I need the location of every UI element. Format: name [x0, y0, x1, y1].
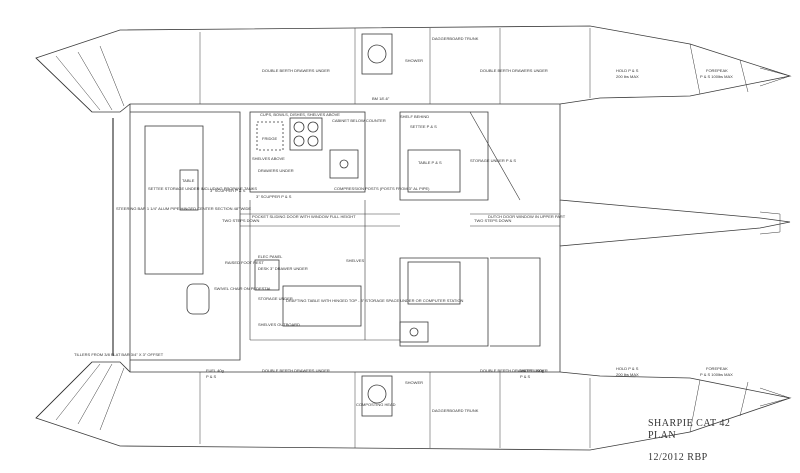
- fridge-box: [256, 121, 284, 151]
- label-shelves: SHELVES: [346, 258, 364, 263]
- label-forepeak-weight-lower: P & S 100lbs MAX: [700, 372, 733, 377]
- label-tillers: TILLERS FROM 3/8 FLAT BAR 3/4" X 3" OFFS…: [74, 352, 164, 357]
- label-hold-weight-lower: 200 lbs MAX: [616, 372, 639, 377]
- label-table: TABLE: [182, 178, 195, 183]
- label-scupper-left: 3" SCUPPER P & S: [210, 188, 246, 193]
- label-shelves-outboard: SHELVES OUTBOARD: [258, 322, 300, 327]
- sink-lower: [399, 321, 429, 343]
- label-settee-ps: SETTEE P & S: [410, 124, 437, 129]
- label-fuel: FUEL 40g: [206, 368, 224, 373]
- label-hold-weight-upper: 200 lbs MAX: [616, 74, 639, 79]
- label-settee-storage: SETTEE STORAGE UNDER INCLUDING PROPANE T…: [148, 186, 257, 191]
- cockpit-table: [179, 169, 199, 211]
- label-daggerboard-upper: DAGGERBOARD TRUNK: [432, 36, 479, 41]
- label-cups-bowls: CUPS, BOWLS, DISHES, SHELVES ABOVE: [260, 112, 340, 117]
- label-drafting-table: DRAFTING TABLE WITH HINGED TOP - 3" STOR…: [286, 298, 464, 303]
- label-hold-lower: HOLD P & S: [616, 366, 639, 371]
- label-water: WATER 100g: [520, 368, 544, 373]
- label-shower-upper: SHOWER: [405, 58, 423, 63]
- desk: [254, 259, 280, 291]
- label-double-berth-upper: DOUBLE BERTH DRAWERS UNDER: [262, 68, 330, 73]
- label-pocket-sliding-door: POCKET SLIDING DOOR WITH WINDOW FULL HEI…: [252, 214, 356, 219]
- label-scupper-right: 3" SCUPPER P & S: [256, 194, 292, 199]
- label-hold-upper: HOLD P & S: [616, 68, 639, 73]
- label-swivel-chair: SWIVEL CHAIR ON PEDESTAL: [214, 286, 272, 291]
- drawing-date-designer: 12/2012 RBP: [648, 452, 708, 463]
- label-steering-bar: STEERING BAR 1 1/4" ALUM PIPE HINGED CEN…: [116, 206, 251, 211]
- label-forepeak-lower: FOREPEAK: [706, 366, 728, 371]
- label-dutch-door: DUTCH DOOR WINDOW IN UPPER PART: [488, 214, 566, 219]
- label-fuel-ps: P & S: [206, 374, 216, 379]
- head-upper: [361, 33, 393, 75]
- starboard-hull-outline: [35, 361, 792, 451]
- label-shower-lower: SHOWER: [405, 380, 423, 385]
- label-table-ps: TABLE P & S: [418, 160, 442, 165]
- stove: [289, 117, 323, 151]
- drawing-subtitle: PLAN: [648, 430, 677, 441]
- label-compression-posts: COMPRESSION POSTS (POSTS FROM 3" AL PIPE…: [334, 186, 430, 191]
- saloon-table-upper: [407, 149, 461, 193]
- swivel-chair: [186, 283, 210, 315]
- label-forepeak-upper: FOREPEAK: [706, 68, 728, 73]
- saloon-table-lower: [407, 261, 461, 305]
- label-double-berth-lower-right: DOUBLE BERTH DRAWERS UNDER: [480, 368, 548, 373]
- settee-lower: [399, 257, 489, 347]
- settee-storage: [144, 125, 204, 275]
- label-water-ps: P & S: [520, 374, 530, 379]
- label-two-steps-right: TWO STEPS DOWN: [474, 218, 511, 223]
- label-raised-foot-rest: RAISED FOOT REST: [225, 260, 264, 265]
- head-lower: [361, 375, 393, 417]
- label-shelves-above: SHELVES ABOVE: [252, 156, 285, 161]
- settee-upper: [399, 111, 489, 201]
- galley-block: [249, 111, 366, 193]
- label-elec-panel: ELEC PANEL: [258, 254, 283, 259]
- label-cabinet-below: CABINET BELOW COUNTER: [332, 118, 386, 123]
- label-desk: DESK 3" DRAWER UNDER: [258, 266, 308, 271]
- label-bm-dim: BM 18'-6": [372, 96, 390, 101]
- label-storage-under: STORAGE UNDER: [258, 296, 293, 301]
- label-composting-head: COMPOSTING HEAD: [356, 402, 396, 407]
- galley-sink: [329, 149, 359, 179]
- label-shelf-behind: SHELF BEHIND: [400, 114, 429, 119]
- port-hull-outline: [35, 25, 792, 113]
- label-drawers-under: DRAWERS UNDER: [258, 168, 294, 173]
- label-fridge: FRIDGE: [262, 136, 277, 141]
- label-daggerboard-lower: DAGGERBOARD TRUNK: [432, 408, 479, 413]
- label-forepeak-weight-upper: P & S 100lbs MAX: [700, 74, 733, 79]
- label-two-steps-left: TWO STEPS DOWN: [222, 218, 259, 223]
- drafting-table: [282, 285, 362, 327]
- bridgedeck-outline: [129, 104, 241, 372]
- drawing-title: SHARPIE CAT 42: [648, 418, 731, 429]
- label-double-berth-lower: DOUBLE BERTH DRAWERS UNDER: [262, 368, 330, 373]
- label-double-berth-upper-right: DOUBLE BERTH DRAWERS UNDER: [480, 68, 548, 73]
- label-storage-under-ps: STORAGE UNDER P & S: [470, 158, 516, 163]
